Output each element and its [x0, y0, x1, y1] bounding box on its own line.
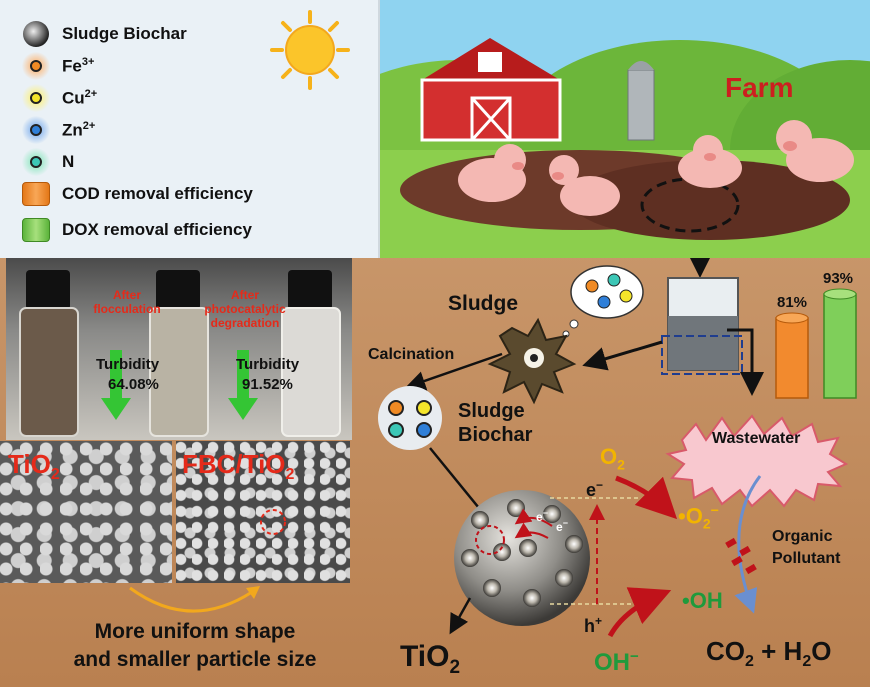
dox-bar-value: 93%	[823, 270, 854, 287]
legend-label-cod: COD removal efficiency	[62, 184, 253, 203]
sludge-blob-icon	[487, 317, 577, 405]
caption-line-2: and smaller particle size	[73, 648, 317, 671]
sun-icon	[270, 10, 350, 90]
turbidity-value-2: 91.52%	[242, 376, 293, 393]
caption-line-1: More uniform shape	[94, 620, 296, 643]
legend-label-cu: Cu	[62, 88, 85, 108]
legend-panel: Sludge Biochar Fe3+ Cu2+ Zn2+ N COD remo…	[0, 0, 380, 258]
dox-cylinder-icon	[22, 218, 50, 242]
fe-dot-icon	[22, 52, 50, 80]
sem-tio2-label: TiO	[8, 449, 51, 479]
arrow-oh-to-radical	[607, 587, 672, 638]
legend-item-fe: Fe3+	[22, 52, 94, 80]
sem-tio2-image: TiO2	[0, 441, 172, 583]
calcination-label: Calcination	[368, 346, 455, 363]
legend-label-fe: Fe	[62, 56, 82, 76]
arrow-to-sludge	[582, 340, 663, 371]
legend-label-dox: DOX removal efficiency	[62, 220, 252, 239]
sludge-label: Sludge	[448, 292, 519, 315]
arrow-calcination	[405, 352, 503, 391]
oh-radical-label: •OH	[682, 588, 723, 613]
curved-arrow-icon	[129, 586, 260, 613]
organic-label-2: Pollutant	[772, 550, 841, 567]
arrow-to-wastewater	[727, 328, 764, 396]
barn-icon	[420, 38, 562, 142]
turbidity-label-2: Turbidity	[236, 356, 300, 373]
cod-bar-value: 81%	[777, 294, 808, 311]
tio2-catalyst-sphere	[454, 490, 590, 626]
farm-illustration: Farm	[380, 0, 870, 258]
vial-flocculation	[19, 270, 79, 437]
legend-item-n: N	[22, 148, 74, 176]
after-flocculation-label: After flocculation	[93, 288, 161, 316]
sludge-biochar-sphere	[378, 386, 442, 450]
products-label: CO2 + H2O	[706, 636, 832, 671]
electron-label: e−	[586, 478, 604, 500]
electron-small-1: e−	[536, 508, 548, 524]
vial-photocatalytic	[149, 270, 209, 437]
sludge-biochar-label-1: Sludge	[458, 400, 525, 422]
farm-scene	[380, 38, 870, 258]
silo-icon	[627, 61, 655, 141]
n-dot-icon	[22, 148, 50, 176]
oh-minus-label: OH−	[594, 648, 639, 676]
pig-icon	[458, 144, 526, 202]
legend-item-cod: COD removal efficiency	[22, 182, 253, 206]
sem-fbc-tio2-image: FBC/TiO2	[176, 441, 350, 583]
turbidity-value-1: 64.08%	[108, 376, 159, 393]
legend-item-zn: Zn2+	[22, 116, 95, 144]
pollutant-degradation-arrow	[734, 475, 762, 614]
organic-label-1: Organic	[772, 528, 833, 545]
pig-icon	[678, 135, 742, 188]
arrow-o2-to-superoxide	[615, 475, 678, 520]
legend-label-biochar: Sludge Biochar	[62, 24, 187, 43]
cod-cylinder-icon	[22, 182, 50, 206]
legend-label-n: N	[62, 152, 75, 171]
turbidity-label-1: Turbidity	[96, 356, 160, 373]
pollutant-molecules	[725, 537, 757, 575]
cod-bar	[775, 312, 809, 399]
legend-item-cu: Cu2+	[22, 84, 97, 112]
tio2-label: TiO2	[400, 640, 461, 678]
dox-bar	[823, 288, 857, 399]
vials-photo: After flocculation After photocatalytic …	[6, 258, 352, 440]
legend-label-zn: Zn	[62, 120, 83, 140]
biochar-sphere-icon	[23, 21, 49, 47]
legend-item-biochar: Sludge Biochar	[22, 20, 187, 48]
electron-small-2: e−	[556, 518, 568, 534]
o2-label: O2	[600, 444, 625, 473]
hole-label: h+	[584, 614, 603, 636]
pig-icon	[549, 155, 620, 216]
farm-label: Farm	[725, 72, 794, 103]
zn-dot-icon	[22, 116, 50, 144]
beaker-icon	[661, 277, 743, 375]
wastewater-label: Wastewater	[712, 430, 801, 447]
sem-fbc-tio2-label: FBC/TiO	[182, 449, 286, 479]
arrow-to-tio2	[449, 597, 472, 635]
legend-item-dox: DOX removal efficiency	[22, 218, 252, 242]
sludge-biochar-label-2: Biochar	[458, 424, 533, 446]
wastewater-burst	[665, 414, 849, 508]
process-diagram	[378, 258, 857, 638]
after-photocatalytic-label: After photocatalytic degradation	[204, 288, 286, 330]
pig-icon	[776, 120, 854, 182]
superoxide-label: •O2−	[678, 502, 719, 532]
cu-dot-icon	[22, 84, 50, 112]
thought-bubble	[562, 265, 644, 338]
vial-clear	[281, 270, 341, 437]
